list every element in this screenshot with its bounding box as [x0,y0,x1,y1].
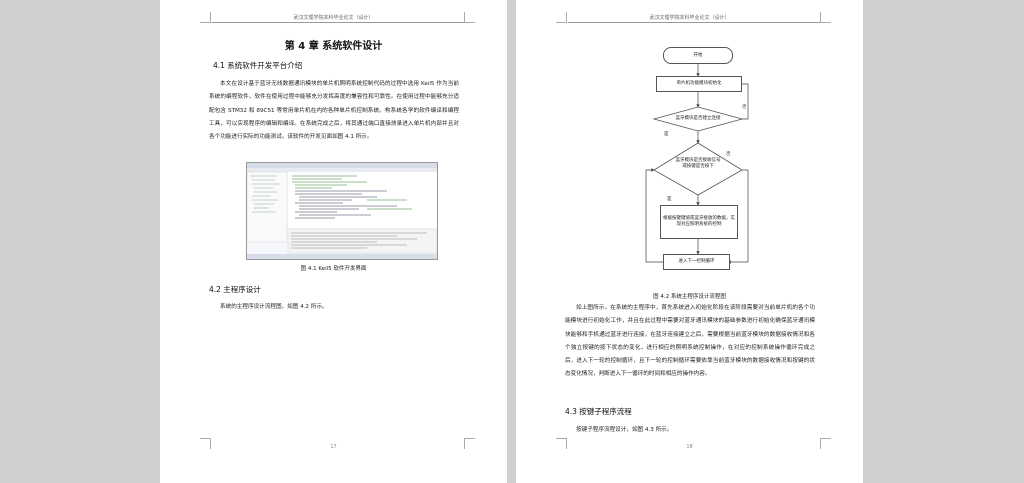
flow-decision-2-text: 蓝牙模块是否接收信号或按键是否按下 [675,158,721,169]
decision-diamond-1 [652,106,744,132]
body-paragraph: 本文在设计基于蓝牙无线数据通讯模块的单片机照明系统控制代码的过程中选用 Keil… [209,78,459,144]
crop-mark [200,438,211,449]
body-paragraph: 如上图所示。在系统的主程序中，首先系统进入初始化阶段在该阶段需要对当前单片机的各… [565,302,815,382]
flow-no-label-2: 否 [726,152,731,157]
running-header: 武汉文理学院本科毕业论文（设计） [649,15,730,21]
paragraph-main-program: 如上图所示。在系统的主程序中，首先系统进入初始化阶段在该阶段需要对当前单片机的各… [565,305,815,378]
crop-mark [820,438,831,449]
header-rule [212,22,467,23]
decision-diamond-2 [653,142,743,196]
paragraph-4-3: 按键子程序流程设计，如图 4.3 所示。 [576,427,673,433]
figure-caption-4-1: 图 4.1 Keil5 软件开发界面 [300,266,367,272]
flow-start: 开始 [663,47,733,64]
header-rule [568,22,823,23]
flow-next-loop: 进入下一控制循环 [663,254,730,270]
page-17: 武汉文理学院本科毕业论文（设计） 第 4 章 系统软件设计 4.1 系统软件开发… [160,0,507,483]
crop-mark [820,12,831,23]
crop-mark [200,12,211,23]
body-paragraph: 按键子程序流程设计，如图 4.3 所示。 [565,424,815,437]
flow-yes-label-2: 是 [667,197,672,202]
page-18: 武汉文理学院本科毕业论文（设计） [516,0,863,483]
running-header: 武汉文理学院本科毕业论文（设计） [293,15,374,21]
crop-mark [556,12,567,23]
paragraph-4-2: 系统的主程序设计流程图，如图 4.2 所示。 [220,304,328,310]
page-number: 18 [686,444,693,450]
chapter-title: 第 4 章 系统软件设计 [284,41,383,52]
body-paragraph: 系统的主程序设计流程图，如图 4.2 所示。 [209,301,459,314]
main-program-flowchart [645,63,749,264]
page-number: 17 [330,444,337,450]
section-heading-4-3: 4.3 按键子程序流程 [565,407,632,416]
flow-process: 根据按键键值或蓝牙接收的数据，实现对应照明系统的控制 [660,205,738,239]
crop-mark [464,12,475,23]
flow-yes-label-1: 是 [664,132,669,137]
keil5-screenshot [246,162,438,260]
flow-decision-1-text: 蓝牙模块是否建立连接 [675,116,721,121]
flow-no-label-1: 否 [742,105,747,110]
section-heading-4-2: 4.2 主程序设计 [209,285,261,294]
figure-caption-4-2: 图 4.2 系统主程序设计流程图 [653,294,726,300]
crop-mark [556,438,567,449]
section-heading-4-1: 4.1 系统软件开发平台介绍 [213,61,303,70]
flow-init: 单片机功能模块初始化 [656,76,742,92]
crop-mark [464,438,475,449]
paragraph-4-1: 本文在设计基于蓝牙无线数据通讯模块的单片机照明系统控制代码的过程中选用 Keil… [209,81,459,141]
ide-screenshot-graphic [246,163,438,259]
